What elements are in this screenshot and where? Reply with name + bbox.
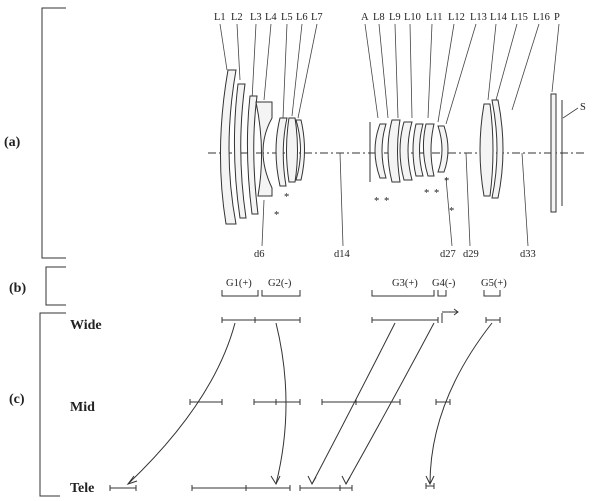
lens-label-l11: L11	[426, 12, 443, 23]
lens-elements-front	[219, 69, 305, 225]
position-label-wide: Wide	[70, 318, 102, 333]
trajectory-g2	[275, 322, 287, 485]
lens-elements-rear	[479, 99, 504, 199]
lens-l12	[422, 123, 435, 177]
group-label-g3: G3(+)	[392, 278, 418, 289]
lens-label-l9: L9	[389, 12, 401, 23]
lens-label-l4: L4	[265, 12, 277, 23]
svg-text:*: *	[434, 188, 439, 199]
distance-label-d33: d33	[520, 249, 536, 260]
lens-l4	[255, 101, 273, 197]
lens-l15	[491, 99, 504, 199]
trajectory-g5	[429, 322, 493, 485]
lens-label-l16: L16	[533, 12, 550, 23]
tele-group-extents	[109, 483, 435, 491]
lens-l5	[275, 117, 288, 187]
trajectory-g1	[127, 322, 236, 485]
distance-label-d29: d29	[463, 249, 479, 260]
group-span-g5	[483, 290, 501, 297]
lens-l13	[437, 125, 449, 173]
group-label-g1: G1(+)	[226, 278, 252, 289]
lens-label-l6: L6	[296, 12, 308, 23]
svg-text:*: *	[274, 210, 279, 221]
lens-label-l15: L15	[511, 12, 528, 23]
trajectory-g3	[311, 322, 396, 485]
distance-label-d27: d27	[440, 249, 456, 260]
trajectory-arrowheads	[126, 475, 435, 486]
distance-leaders	[261, 152, 529, 247]
lens-l6	[286, 117, 298, 183]
bracket-a	[41, 7, 66, 259]
lens-label-l12: L12	[448, 12, 465, 23]
lens-l2	[233, 83, 247, 219]
distance-label-d6: d6	[254, 249, 265, 260]
lens-l11	[412, 123, 424, 177]
zoom-trajectories	[127, 322, 493, 485]
group-span-g1	[221, 290, 259, 297]
sensor-label: S	[580, 102, 586, 113]
g4-direction-arrow	[442, 308, 459, 316]
lens-label-a: A	[361, 12, 369, 23]
section-label-b: (b)	[9, 281, 26, 296]
lens-l9	[387, 119, 401, 183]
group-label-g4: G4(-)	[432, 278, 456, 289]
group-span-brackets	[221, 290, 501, 297]
asphere-markers: * * * * * * * *	[274, 176, 454, 221]
lens-label-l7: L7	[311, 12, 323, 23]
lens-label-l5: L5	[281, 12, 293, 23]
lens-label-l2: L2	[231, 12, 243, 23]
group-span-g2	[261, 290, 301, 297]
section-label-c: (c)	[9, 392, 25, 407]
lens-label-l10: L10	[404, 12, 421, 23]
lens-l7	[295, 119, 305, 181]
group-span-g3	[371, 290, 435, 297]
lens-l3	[246, 95, 259, 215]
svg-text:*: *	[424, 188, 429, 199]
lens-l1	[219, 69, 237, 225]
lens-label-p: P	[554, 12, 560, 23]
lens-label-l1: L1	[214, 12, 226, 23]
wide-group-extents	[221, 313, 501, 323]
lens-label-l3: L3	[250, 12, 262, 23]
lens-elements-middle	[374, 119, 449, 183]
distance-labels: d6 d14 d27 d29 d33	[254, 249, 536, 260]
section-label-a: (a)	[4, 135, 21, 150]
svg-text:*: *	[284, 192, 289, 203]
group-label-g5: G5(+)	[481, 278, 507, 289]
svg-text:*: *	[374, 196, 379, 207]
bracket-b	[45, 266, 66, 306]
group-labels: G1(+) G2(-) G3(+) G4(-) G5(+)	[226, 278, 507, 289]
lens-l14	[479, 103, 494, 197]
trajectory-g3b	[345, 322, 435, 485]
lens-l10	[399, 121, 413, 181]
distance-label-d14: d14	[334, 249, 351, 260]
lens-label-l14: L14	[490, 12, 508, 23]
mid-group-extents	[189, 399, 451, 405]
lens-label-l13: L13	[470, 12, 487, 23]
sensor-leader	[562, 107, 579, 119]
position-label-mid: Mid	[70, 400, 95, 415]
svg-text:*: *	[449, 206, 454, 217]
lens-l8	[374, 123, 387, 179]
label-leader-lines	[219, 23, 560, 125]
lens-labels: L1 L2 L3 L4 L5 L6 L7 A L8 L9 L10 L11 L12…	[214, 12, 560, 23]
bracket-c	[39, 312, 66, 497]
group-label-g2: G2(-)	[268, 278, 292, 289]
lens-label-l8: L8	[373, 12, 385, 23]
position-label-tele: Tele	[70, 481, 94, 496]
svg-text:*: *	[384, 196, 389, 207]
group-span-g4	[437, 290, 447, 297]
filter-plate-l16	[550, 93, 557, 213]
